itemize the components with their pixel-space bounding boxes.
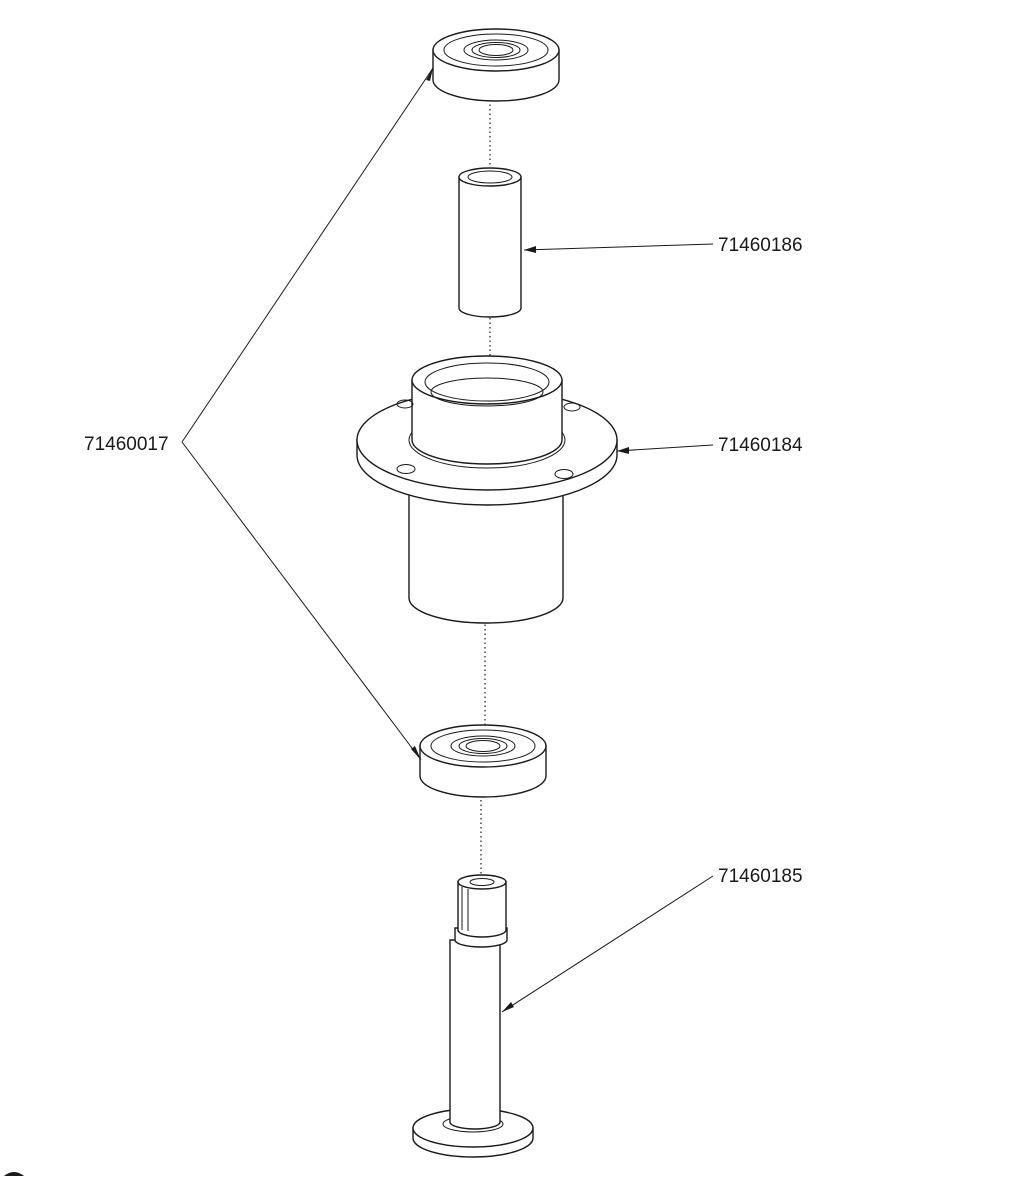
- spacer-tube: [458, 167, 522, 318]
- label-spacer-part-number: 71460186: [718, 235, 803, 256]
- label-housing-part-number: 71460184: [718, 435, 803, 456]
- center-axis: [480, 100, 491, 875]
- spindle-housing: [356, 355, 618, 624]
- leader-lines: [181, 67, 714, 1013]
- upper-bearing: [432, 28, 560, 102]
- corner-mark: [4, 1172, 24, 1176]
- label-bearing-part-number: 71460017: [84, 434, 169, 455]
- spindle-shaft: [412, 874, 534, 1158]
- lower-bearing: [419, 724, 547, 798]
- label-shaft-part-number: 71460185: [718, 866, 803, 887]
